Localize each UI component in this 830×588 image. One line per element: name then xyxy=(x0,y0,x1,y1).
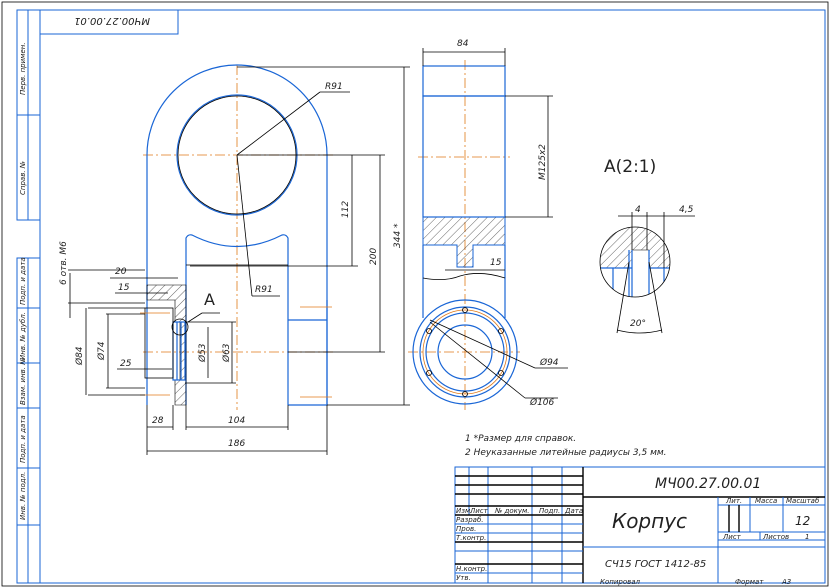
scale-label: Масштаб xyxy=(786,497,820,505)
rotated-stamp-code: МЧ00.27.00.01 xyxy=(74,15,150,26)
front-view xyxy=(140,64,335,410)
dim-15-left: 15 xyxy=(118,283,130,293)
side-label: Взам. инв. № xyxy=(19,357,27,405)
dim-r91-outer: R91 xyxy=(325,82,343,92)
header-doc: № докум. xyxy=(494,507,530,515)
detail-dim-4-5: 4,5 xyxy=(679,205,694,215)
dim-20: 20 xyxy=(115,267,127,277)
role-norm-control: Н.контр. xyxy=(456,565,487,573)
side-label: Инв. № дубл. xyxy=(19,312,27,360)
dim-104: 104 xyxy=(228,416,245,426)
role-approved: Утв. xyxy=(456,574,471,582)
dim-thread: M125x2 xyxy=(538,144,548,180)
scale-value: 12 xyxy=(795,514,810,528)
dim-r91-inner: R91 xyxy=(255,285,273,295)
dim-d106: Ø106 xyxy=(529,397,555,408)
role-developer: Разраб. xyxy=(456,516,484,524)
front-dimensions: R91 R91 112 200 344 * 28 104 186 Ø84 Ø74 xyxy=(59,66,410,455)
title-material: СЧ15 ГОСТ 1412-85 xyxy=(605,559,706,570)
header-date: Дата xyxy=(564,507,583,515)
side-label: Подп. и дата xyxy=(19,415,27,463)
format-value: A3 xyxy=(781,578,791,586)
role-checker: Пров. xyxy=(456,525,476,533)
role-tech-control: Т.контр. xyxy=(456,534,486,542)
side-label: Инв. № подл. xyxy=(19,472,27,520)
note-2: 2 Неуказанные литейные радиусы 3,5 мм. xyxy=(465,448,667,458)
copied-label: Копировал xyxy=(600,578,641,586)
dim-84-width: 84 xyxy=(457,39,469,49)
side-view: 84 M125x2 15 Ø94 Ø106 xyxy=(408,39,568,410)
side-column: Перв. примен. Справ. № Подп. и дата Инв.… xyxy=(16,9,41,584)
dim-d63: Ø63 xyxy=(221,343,232,363)
dim-344: 344 * xyxy=(393,223,403,248)
side-label: Перв. примен. xyxy=(19,42,27,95)
sheets-value: 1 xyxy=(805,533,809,541)
sheet-label: Лист xyxy=(722,533,742,541)
title-code: МЧ00.27.00.01 xyxy=(655,476,761,492)
dim-186: 186 xyxy=(228,439,245,449)
detail-dim-4: 4 xyxy=(635,205,641,215)
mass-label: Масса xyxy=(755,497,777,505)
dim-d84: Ø84 xyxy=(74,346,85,366)
header-list: Лист xyxy=(469,507,489,515)
header-sign: Подп. xyxy=(539,507,560,515)
dim-25: 25 xyxy=(120,359,132,369)
dim-holes-m6: 6 отв. М6 xyxy=(59,241,69,285)
detail-angle: 20° xyxy=(630,319,646,329)
section-marker-a: A xyxy=(204,290,215,309)
title-name: Корпус xyxy=(612,509,687,533)
side-label: Справ. № xyxy=(19,161,27,195)
dim-112: 112 xyxy=(341,201,351,218)
dim-d94: Ø94 xyxy=(539,357,559,368)
dim-200: 200 xyxy=(369,248,379,265)
detail-a: A(2:1) 4 4,5 20° xyxy=(599,157,695,334)
detail-title: A(2:1) xyxy=(604,157,656,177)
note-1: 1 *Размер для справок. xyxy=(465,434,576,444)
dim-28: 28 xyxy=(152,416,164,426)
side-label: Подп. и дата xyxy=(19,257,27,305)
rotated-stamp xyxy=(39,9,179,35)
sheets-label: Листов xyxy=(762,533,789,541)
format-label: Формат xyxy=(735,578,764,586)
lit-label: Лит. xyxy=(725,497,742,505)
header-izm: Изм. xyxy=(456,507,472,515)
dim-d53: Ø53 xyxy=(197,343,208,363)
title-block: Изм. Лист № докум. Подп. Дата Разраб. Пр… xyxy=(454,466,826,584)
dim-15-side: 15 xyxy=(490,258,502,268)
dim-d74: Ø74 xyxy=(96,341,107,361)
